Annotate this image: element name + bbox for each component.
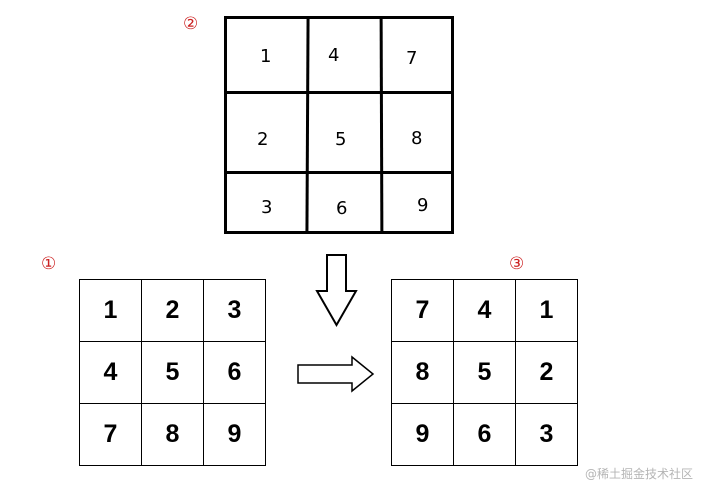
grid-cell: 3 (204, 280, 266, 342)
grid-line (227, 171, 451, 174)
grid-cell: 7 (80, 404, 142, 466)
grid-cell: 8 (411, 128, 423, 149)
grid-line (305, 18, 310, 232)
grid-cell: 5 (454, 342, 516, 404)
marker-2: ② (183, 14, 199, 34)
marker-1: ① (41, 254, 57, 274)
grid-cell: 9 (417, 195, 429, 216)
grid-cell: 9 (392, 404, 454, 466)
grid-cell: 2 (142, 280, 204, 342)
grid-cell: 7 (406, 48, 418, 69)
rotated-grid: 7 4 1 8 5 2 9 6 3 (391, 279, 578, 466)
grid-cell: 8 (142, 404, 204, 466)
grid-cell: 9 (204, 404, 266, 466)
grid-cell: 1 (516, 280, 578, 342)
grid-cell: 3 (516, 404, 578, 466)
grid-cell: 4 (80, 342, 142, 404)
grid-cell: 1 (260, 46, 272, 67)
grid-cell: 7 (392, 280, 454, 342)
grid-cell: 8 (392, 342, 454, 404)
grid-line (227, 91, 451, 94)
grid-cell: 6 (204, 342, 266, 404)
down-arrow-icon (315, 254, 358, 328)
grid-cell: 2 (516, 342, 578, 404)
grid-cell: 4 (328, 45, 340, 66)
watermark: @稀土掘金技术社区 (584, 467, 693, 481)
grid-cell: 2 (257, 129, 269, 150)
grid-line (379, 18, 384, 232)
grid-cell: 6 (454, 404, 516, 466)
grid-cell: 4 (454, 280, 516, 342)
transposed-grid: 1 4 7 2 5 8 3 6 9 (224, 16, 454, 234)
right-arrow-icon (297, 355, 375, 393)
grid-cell: 5 (335, 129, 347, 150)
grid-cell: 3 (261, 197, 273, 218)
grid-cell: 1 (80, 280, 142, 342)
grid-cell: 6 (336, 198, 348, 219)
grid-cell: 5 (142, 342, 204, 404)
marker-3: ③ (509, 254, 525, 274)
original-grid: 1 2 3 4 5 6 7 8 9 (79, 279, 266, 466)
